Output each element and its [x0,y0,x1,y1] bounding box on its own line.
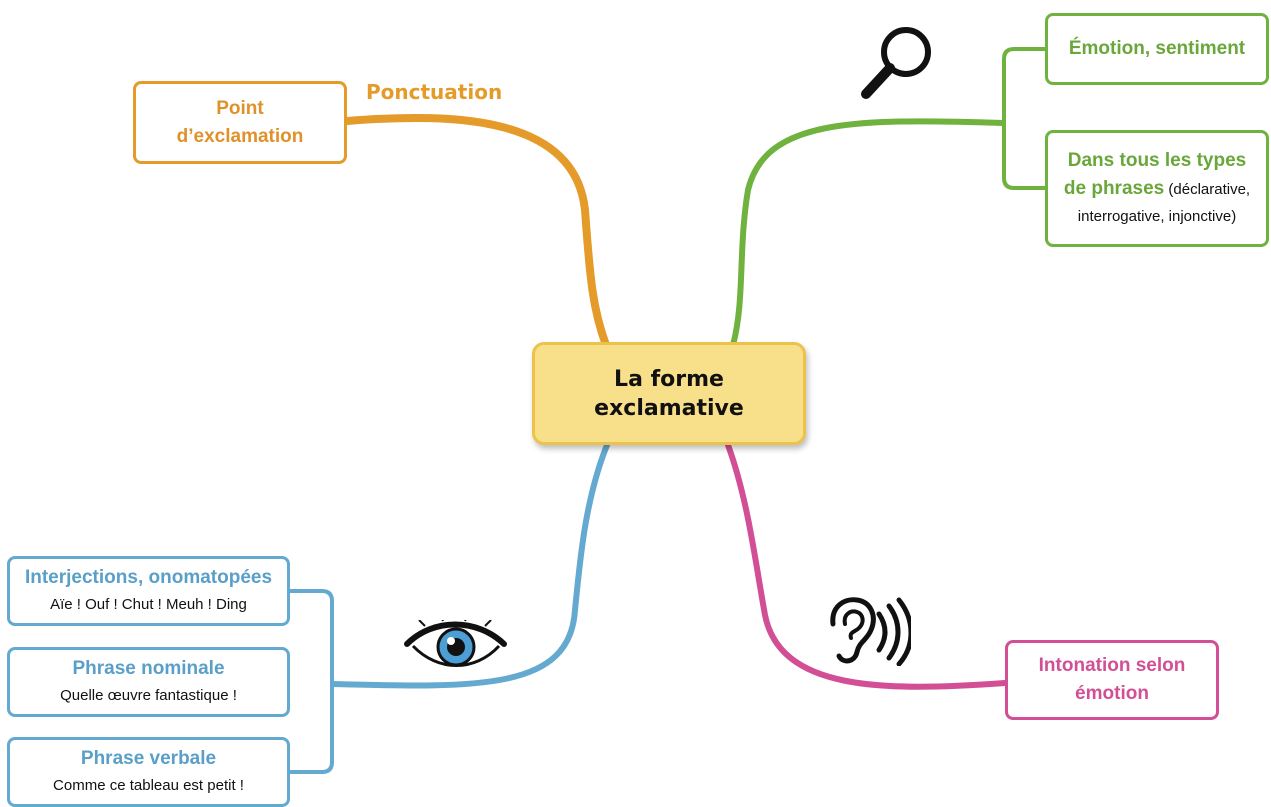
node-types-line2: de phrases (déclarative, [1064,175,1250,204]
branch-emotion [730,118,1006,348]
node-interjections-title: Interjections, onomatopées [24,567,273,588]
branch-visuel-bracket [290,589,334,774]
magnifying-glass-icon [861,27,931,99]
ear-icon [830,597,911,666]
node-verbale-example: Comme ce tableau est petit ! [53,777,244,794]
node-intonation-line2: émotion [1075,683,1149,704]
branch-ponctuation [343,114,610,349]
node-types-phrases: Dans tous les types de phrases (déclarat… [1045,130,1269,247]
node-nominale-example: Quelle œuvre fantastique ! [60,687,237,704]
central-topic: La forme exclamative [532,342,806,445]
node-point-line1: Point [216,97,264,119]
node-point-exclamation: Point d’exclamation [133,81,347,164]
node-types-line1: Dans tous les types [1067,150,1247,171]
branch-oral [725,442,1008,690]
eye-icon [404,620,507,667]
ponctuation-label: Ponctuation [366,80,503,104]
central-topic-line1: La forme [614,366,724,392]
node-interjections-example: Aïe ! Ouf ! Chut ! Meuh ! Ding [50,596,247,613]
node-point-line2: d’exclamation [176,125,304,147]
branch-visuel [330,442,610,689]
node-nominale-title: Phrase nominale [72,658,225,679]
node-interjections: Interjections, onomatopées Aïe ! Ouf ! C… [7,556,290,626]
central-topic-line2: exclamative [594,395,744,421]
node-types-line3: interrogative, injonctive) [1077,208,1237,225]
node-intonation: Intonation selon émotion [1005,640,1219,720]
node-types-line2-rest: (déclarative, [1164,181,1251,198]
node-phrase-verbale: Phrase verbale Comme ce tableau est peti… [7,737,290,807]
node-emotion-text: Émotion, sentiment [1068,38,1246,59]
node-types-line2-bold: de phrases [1063,178,1165,199]
node-verbale-title: Phrase verbale [80,748,217,769]
node-emotion-sentiment: Émotion, sentiment [1045,13,1269,85]
node-intonation-line1: Intonation selon [1038,655,1186,676]
branch-emotion-bracket [1002,47,1045,190]
node-phrase-nominale: Phrase nominale Quelle œuvre fantastique… [7,647,290,717]
